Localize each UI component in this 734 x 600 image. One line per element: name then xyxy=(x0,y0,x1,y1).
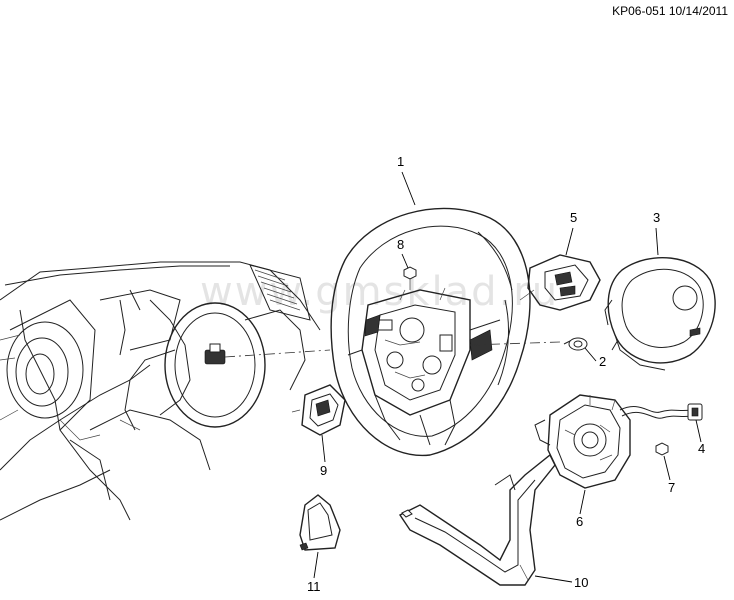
switch-right-5 xyxy=(519,254,601,311)
callout-3: 3 xyxy=(653,210,660,256)
lower-cover-10 xyxy=(398,453,556,586)
callout-9: 9 xyxy=(320,434,327,478)
wiring-harness-4 xyxy=(619,403,703,421)
callout-6: 6 xyxy=(576,489,586,529)
callout-10: 10 xyxy=(534,575,588,590)
instrument-panel-column-assembly xyxy=(0,261,331,521)
svg-text:1: 1 xyxy=(397,154,404,169)
airbag-module-3 xyxy=(604,257,716,371)
fastener-7 xyxy=(655,442,669,456)
document-id: KP06-051 10/14/2011 xyxy=(612,4,728,18)
svg-text:9: 9 xyxy=(320,463,327,478)
svg-text:2: 2 xyxy=(599,354,606,369)
callout-8: 8 xyxy=(397,237,409,269)
svg-text:4: 4 xyxy=(698,441,705,456)
callout-4: 4 xyxy=(695,419,705,456)
callout-5: 5 xyxy=(565,210,577,256)
callout-1: 1 xyxy=(397,154,416,206)
svg-text:10: 10 xyxy=(574,575,588,590)
callout-2: 2 xyxy=(584,347,606,369)
svg-text:11: 11 xyxy=(307,579,321,594)
bolt-2 xyxy=(563,337,588,351)
fastener-8 xyxy=(403,266,417,290)
steering-wheel xyxy=(330,207,561,457)
callout-11: 11 xyxy=(307,551,321,594)
watermark-text: www.gmsklad.ru xyxy=(200,269,559,315)
svg-text:3: 3 xyxy=(653,210,660,225)
svg-text:8: 8 xyxy=(397,237,404,252)
callout-7: 7 xyxy=(663,455,675,495)
svg-text:7: 7 xyxy=(668,480,675,495)
svg-text:5: 5 xyxy=(570,210,577,225)
switch-left-9 xyxy=(291,384,346,436)
clock-spring-6 xyxy=(534,394,631,489)
svg-text:6: 6 xyxy=(576,514,583,529)
cover-11 xyxy=(299,494,341,551)
